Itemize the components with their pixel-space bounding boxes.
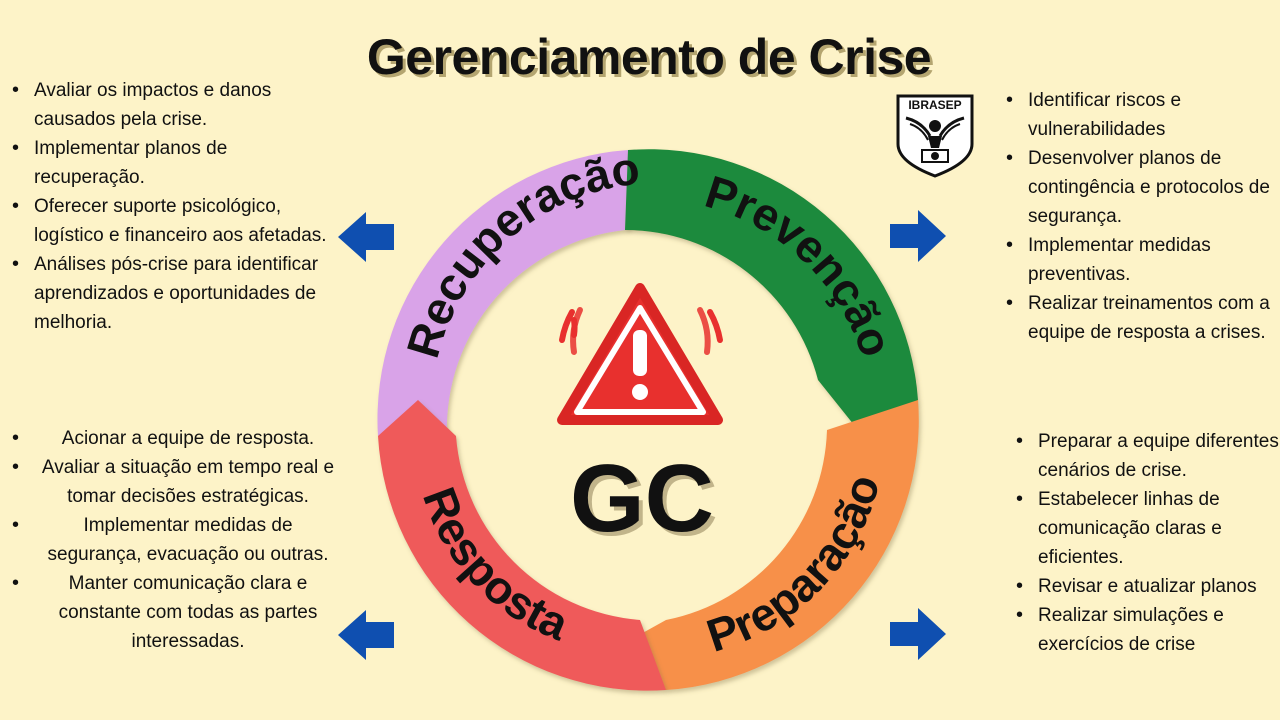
page-title: Gerenciamento de Crise (366, 29, 932, 85)
list-item: Preparar a equipe diferentes cenários de… (1012, 427, 1280, 485)
recuperacao-list: Avaliar os impactos e danos causados pel… (8, 76, 328, 337)
list-item: Realizar treinamentos com a equipe de re… (1002, 289, 1280, 347)
list-item: Identificar riscos e vulnerabilidades (1002, 86, 1280, 144)
resposta-list: Acionar a equipe de resposta. Avaliar a … (8, 424, 338, 656)
arrow-left-icon (338, 610, 394, 660)
list-item: Manter comunicação clara e constante com… (8, 569, 338, 656)
arrow-left-icon (338, 212, 394, 262)
list-item: Oferecer suporte psicológico, logístico … (8, 192, 328, 250)
ibrasep-logo: IBRASEP (896, 94, 974, 178)
list-item: Implementar medidas preventivas. (1002, 231, 1280, 289)
list-item: Revisar e atualizar planos (1012, 572, 1280, 601)
warning-alarm-icon (557, 283, 723, 425)
list-item: Implementar medidas de segurança, evacua… (8, 511, 338, 569)
arrow-right-icon (890, 210, 946, 262)
segment-recuperacao (377, 150, 672, 436)
segment-resposta (378, 400, 666, 691)
list-item: Acionar a equipe de resposta. (8, 424, 338, 453)
list-item: Análises pós-crise para identificar apre… (8, 250, 328, 337)
list-item: Implementar planos de recuperação. (8, 134, 328, 192)
center-label-shadow: GC (574, 449, 718, 556)
prevencao-list: Identificar riscos e vulnerabilidades De… (1002, 86, 1280, 347)
list-item: Avaliar os impactos e danos causados pel… (8, 76, 328, 134)
segment-preparacao (630, 400, 919, 690)
arrow-right-icon (890, 608, 946, 660)
preparacao-list: Preparar a equipe diferentes cenários de… (1012, 427, 1280, 659)
center-label: GC (570, 445, 714, 552)
list-item: Avaliar a situação em tempo real e tomar… (8, 453, 338, 511)
list-item: Realizar simulações e exercícios de cris… (1012, 601, 1280, 659)
segment-prevencao (625, 149, 918, 441)
list-item: Desenvolver planos de contingência e pro… (1002, 144, 1280, 231)
list-item: Estabelecer linhas de comunicação claras… (1012, 485, 1280, 572)
logo-text: IBRASEP (908, 98, 961, 112)
